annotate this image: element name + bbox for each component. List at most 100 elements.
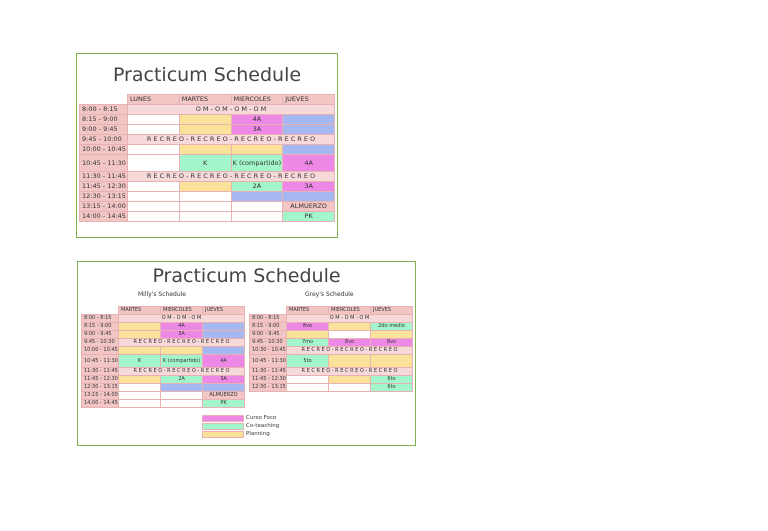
legend-swatch bbox=[202, 422, 244, 430]
slide-thumbnail-2[interactable]: Practicum Schedule Milly's Schedule Grey… bbox=[77, 261, 416, 446]
time-slot-cell: 8:15 - 9:00 bbox=[249, 322, 287, 331]
schedule-cell bbox=[160, 346, 203, 355]
schedule-cell: 7mo bbox=[286, 338, 329, 347]
schedule-cell: 2A bbox=[230, 181, 284, 192]
day-header-cell: MIERCOLES bbox=[328, 306, 371, 315]
day-header-cell: LUNES bbox=[127, 94, 180, 105]
day-header-cell: JUEVES bbox=[370, 306, 413, 315]
schedule-cell bbox=[178, 181, 232, 192]
time-slot-cell: 11:45 - 12:30 bbox=[79, 181, 128, 192]
schedule-cell bbox=[178, 201, 232, 212]
schedule-cell bbox=[82, 307, 119, 315]
schedule-cell bbox=[202, 346, 245, 355]
legend-item: Planning bbox=[202, 430, 279, 438]
time-slot-cell: 9:45 - 10:30 bbox=[249, 338, 287, 347]
schedule-cell bbox=[202, 322, 245, 331]
time-slot-cell: 9:00 - 9:45 bbox=[249, 330, 287, 339]
time-slot-cell: 11:45 - 12:30 bbox=[81, 375, 119, 384]
schedule-cell: 8vo bbox=[328, 338, 371, 347]
schedule-cell: 8vo bbox=[370, 338, 413, 347]
legend-item: Curso Foco bbox=[202, 414, 279, 422]
schedule-cell: 3A bbox=[230, 124, 284, 135]
schedule-cell bbox=[118, 322, 161, 331]
day-header-cell: JUEVES bbox=[282, 94, 335, 105]
schedule-cell bbox=[328, 322, 371, 331]
time-slot-cell: 12:30 - 13:15 bbox=[249, 383, 287, 392]
slide-title: Practicum Schedule bbox=[152, 265, 341, 287]
schedule-row: 12:30 - 13:15 bbox=[81, 383, 245, 392]
day-header-cell: MIERCOLES bbox=[160, 306, 203, 315]
grey-schedule-subtitle: Grey's Schedule bbox=[305, 291, 354, 298]
time-slot-cell: 8:15 - 9:00 bbox=[79, 114, 128, 125]
time-slot-cell: 8:00 - 8:15 bbox=[79, 104, 128, 115]
time-slot-cell: 10:45 - 11:30 bbox=[81, 354, 119, 368]
schedule-cell bbox=[202, 383, 245, 392]
schedule-cell: 8vo bbox=[286, 322, 329, 331]
time-slot-cell: 9:45 - 10:00 bbox=[79, 134, 128, 145]
schedule-row: 10:00 - 10:45 bbox=[79, 144, 335, 155]
milly-schedule-subtitle: Milly's Schedule bbox=[138, 291, 186, 298]
schedule-cell: R E C R E O - R E C R E O - R E C R E O … bbox=[127, 171, 335, 182]
schedule-cell: 4A bbox=[202, 354, 245, 368]
schedule-cell bbox=[282, 144, 335, 155]
schedule-cell bbox=[282, 114, 335, 125]
schedule-cell bbox=[328, 375, 371, 384]
schedule-cell: ALMUERZO bbox=[202, 391, 245, 400]
schedule-cell: 2do medio bbox=[370, 322, 413, 331]
schedule-cell bbox=[118, 391, 161, 400]
schedule-cell: 5to bbox=[286, 354, 329, 368]
schedule-cell bbox=[160, 391, 203, 400]
schedule-cell bbox=[286, 383, 329, 392]
schedule-row: 11:45 - 12:30 6to bbox=[249, 375, 413, 384]
time-slot-cell: 14:00 - 14:45 bbox=[79, 211, 128, 222]
day-header-cell: MARTES bbox=[286, 306, 329, 315]
schedule-cell: 6to bbox=[370, 375, 413, 384]
legend-label: Planning bbox=[246, 431, 270, 437]
time-slot-cell: 10:30 - 10:45 bbox=[249, 346, 287, 355]
schedule-cell: 4A bbox=[230, 114, 284, 125]
schedule-cell bbox=[118, 330, 161, 339]
time-slot-cell: 8:00 - 8:15 bbox=[249, 314, 287, 323]
time-slot-cell: 9:45 - 10:30 bbox=[81, 338, 119, 347]
schedule-cell bbox=[370, 354, 413, 368]
time-slot-cell: 10:45 - 11:30 bbox=[249, 354, 287, 368]
schedule-cell: O M - O M - O M bbox=[118, 314, 245, 323]
time-slot-cell: 11:45 - 12:30 bbox=[249, 375, 287, 384]
day-header-cell: MARTES bbox=[178, 94, 232, 105]
schedule-cell: O M - O M - O M - O M bbox=[127, 104, 335, 115]
schedule-cell bbox=[80, 95, 128, 105]
legend-label: Co-teaching bbox=[246, 423, 280, 429]
schedule-cell bbox=[282, 124, 335, 135]
time-slot-cell: 14:00 - 14:45 bbox=[81, 399, 119, 408]
time-slot-cell: 12:30 - 13:15 bbox=[79, 191, 128, 202]
schedule-cell bbox=[230, 191, 284, 202]
time-slot-cell: 10:45 - 11:30 bbox=[79, 154, 128, 172]
day-header-cell: MARTES bbox=[118, 306, 161, 315]
schedule-cell: R E C R E O - R E C R E O - R E C R E O … bbox=[127, 134, 335, 145]
schedule-cell bbox=[127, 124, 180, 135]
time-slot-cell: 10:00 - 10:45 bbox=[79, 144, 128, 155]
slide-title: Practicum Schedule bbox=[112, 64, 302, 86]
schedule-row: 12:30 - 13:15 bbox=[79, 191, 335, 202]
schedule-cell: R E C R E O - R E C R E O - R E C R E O bbox=[118, 367, 245, 376]
day-header-cell: JUEVES bbox=[202, 306, 245, 315]
schedule-cell bbox=[178, 191, 232, 202]
